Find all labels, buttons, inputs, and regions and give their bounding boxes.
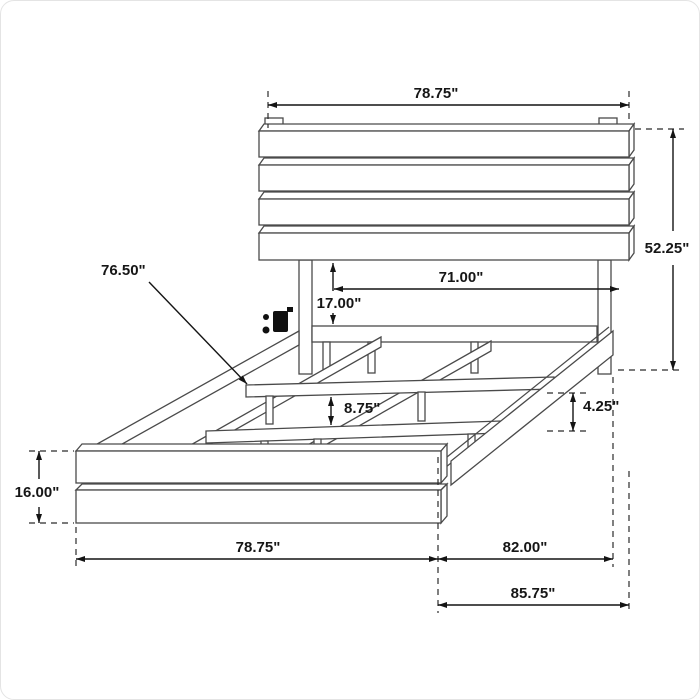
- headboard-plank-1-top: [257, 123, 636, 132]
- footboard-plank-2: [75, 489, 442, 524]
- footboard-plank-1: [75, 450, 442, 484]
- dim-label-footboard-height: 16.00": [15, 484, 60, 501]
- dimension-annotations: 78.75" 52.25" 71.00" 17.00" 76.50" 8.75"…: [15, 85, 690, 613]
- headboard-plank-4-top: [257, 225, 636, 234]
- dim-label-frame-length: 82.00": [503, 539, 548, 556]
- headboard-plank-3-top: [257, 191, 636, 200]
- bracket-screw-icon: [262, 326, 270, 334]
- footboard-plank-1-top: [74, 443, 449, 452]
- headboard-left-leg: [298, 259, 313, 375]
- footboard-plank-1-end: [440, 442, 448, 485]
- dim-label-overall-height: 52.25": [645, 240, 690, 257]
- headboard-plank-3: [258, 198, 630, 226]
- slat-support-post: [417, 391, 426, 422]
- dim-label-overall-length: 85.75": [511, 585, 556, 602]
- dim-label-headboard-drop: 17.00": [317, 295, 362, 312]
- leader-line-rail-length: [148, 281, 248, 385]
- rear-cross-rail: [311, 325, 598, 343]
- right-side-rail: [450, 329, 614, 487]
- headboard-plank-4: [258, 232, 630, 261]
- bed-frame-drawing: [74, 117, 636, 525]
- footboard-plank-2-end: [440, 482, 448, 525]
- dim-label-slat-gap: 8.75": [344, 400, 380, 417]
- footboard: [74, 442, 449, 525]
- rail-bracket-hardware: [262, 307, 293, 334]
- dim-label-rail-height: 4.25": [583, 398, 619, 415]
- headboard-plank-4-end: [628, 223, 635, 263]
- dim-label-rail-length: 76.50": [101, 262, 146, 279]
- bracket-pin-icon: [287, 307, 293, 312]
- dim-label-headboard-width: 78.75": [414, 85, 459, 102]
- headboard-plank-1: [258, 130, 630, 158]
- headboard-plank-2: [258, 164, 630, 192]
- headboard-plank-2-end: [628, 155, 635, 194]
- headboard-plank-1-end: [628, 121, 635, 160]
- headboard: [257, 117, 636, 263]
- dim-label-inner-width: 71.00": [439, 269, 484, 286]
- right-side-rail-top-edge: [446, 326, 610, 458]
- headboard-plank-3-end: [628, 189, 635, 228]
- bracket-plate-icon: [273, 311, 288, 332]
- headboard-plank-2-top: [257, 157, 636, 166]
- slat-support-post: [265, 395, 274, 425]
- bracket-screw-icon: [263, 314, 269, 320]
- footboard-plank-2-top: [74, 483, 449, 491]
- dim-label-footboard-width: 78.75": [236, 539, 281, 556]
